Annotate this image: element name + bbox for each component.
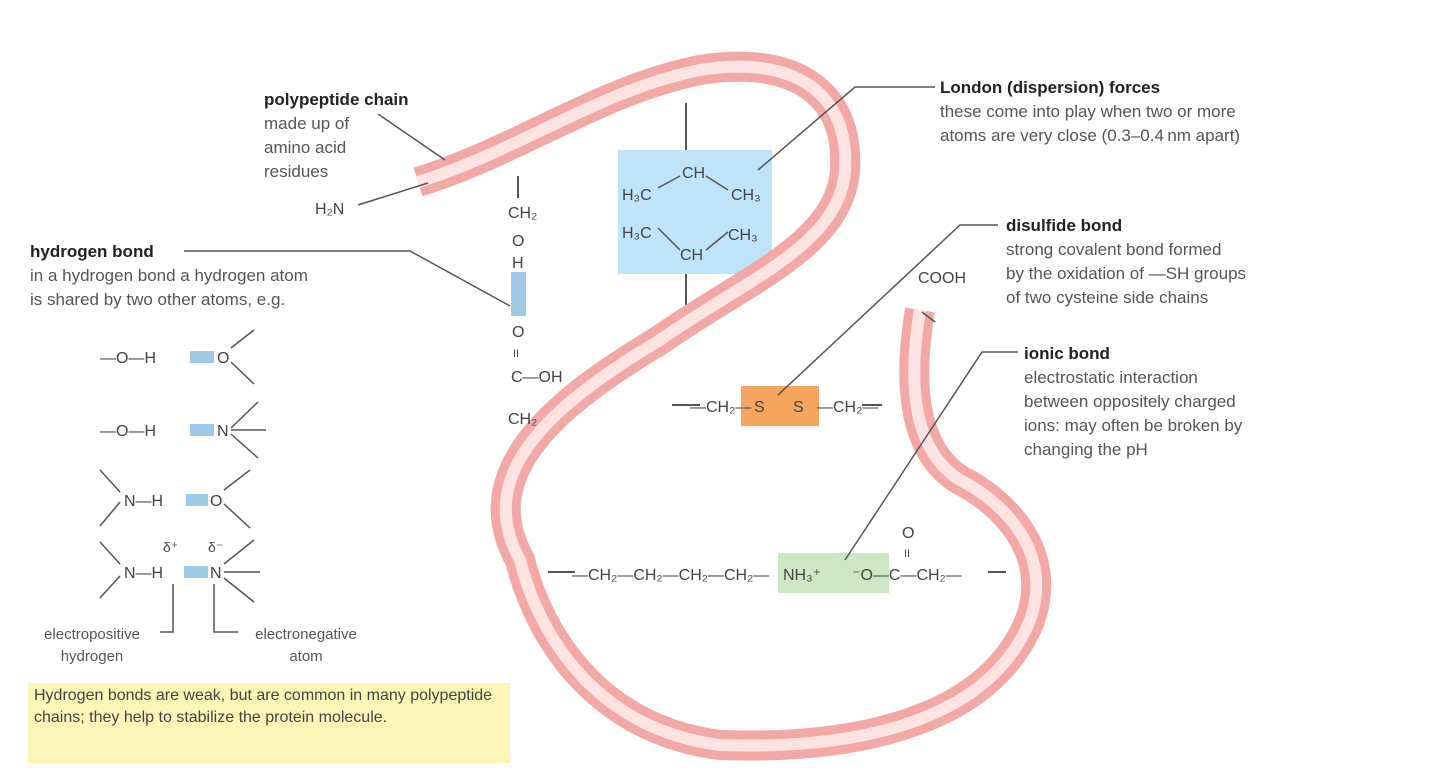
ch-lower: CH <box>680 247 703 264</box>
carboxyl-terminus: COOH <box>918 270 966 287</box>
hydrogen-bond-label: hydrogen bond in a hydrogen bond a hydro… <box>30 240 308 312</box>
london-forces-desc: these come into play when two or more at… <box>940 102 1241 145</box>
ch3-upper: CH₃ <box>731 187 761 204</box>
ch3-lower: CH₃ <box>728 227 758 244</box>
ch2-top: CH₂ <box>508 205 537 222</box>
example-4-donor: N—H <box>124 565 163 582</box>
delta-plus: δ⁺ <box>163 539 178 555</box>
oxygen-bottom: O <box>512 324 524 341</box>
ionic-bond-desc: electrostatic interaction between opposi… <box>1024 368 1243 459</box>
ionic-bond-label: ionic bond electrostatic interaction bet… <box>1024 342 1242 462</box>
hydrogen-bond-desc: in a hydrogen bond a hydrogen atom is sh… <box>30 266 308 309</box>
amino-terminus: H₂N <box>315 201 344 218</box>
carboxylate-group: ⁻O—C—CH₂— <box>852 567 962 584</box>
hydrogen-bond-note: Hydrogen bonds are weak, but are common … <box>28 683 510 763</box>
delta-minus: δ⁻ <box>208 539 223 555</box>
example-1-acceptor: O <box>217 350 229 367</box>
example-2-acceptor: N <box>217 423 229 440</box>
example-bond-lines <box>99 329 266 633</box>
example-4-acceptor: N <box>210 565 222 582</box>
ionic-bond-title: ionic bond <box>1024 344 1110 363</box>
h3c-lower: H₃C <box>622 225 652 242</box>
h3c-upper: H₃C <box>622 187 652 204</box>
lysine-chain: —CH₂—CH₂—CH₂—CH₂— <box>572 567 769 584</box>
disulfide-bond-label: disulfide bond strong covalent bond form… <box>1006 214 1246 310</box>
carboxyl-c-oh: C—OH <box>511 369 563 386</box>
example-hbond-highlights <box>184 351 214 578</box>
hydrophobic-interaction-box <box>618 150 772 274</box>
disulfide-bond-title: disulfide bond <box>1006 216 1123 235</box>
electropositive-caption: electropositive hydrogen <box>44 626 140 665</box>
polypeptide-title: polypeptide chain <box>264 90 409 109</box>
example-2-donor: —O—H <box>100 423 156 440</box>
polypeptide-tube <box>413 51 1052 761</box>
london-forces-label: London (dispersion) forces these come in… <box>940 76 1240 148</box>
polypeptide-desc: made up of amino acid residues <box>264 114 350 181</box>
leader-lines <box>184 86 1018 561</box>
chemical-labels: H₂N COOH CH₂ O H O II C—OH CH₂ CH H₃C CH… <box>315 165 966 584</box>
sulfur-1: S <box>754 399 765 416</box>
disulfide-right-ch2: —CH₂— <box>817 399 878 416</box>
disulfide-left-ch2: —CH₂— <box>690 399 751 416</box>
carboxylate-oxygen: O <box>902 525 914 542</box>
example-3-acceptor: O <box>210 493 222 510</box>
london-forces-title: London (dispersion) forces <box>940 78 1161 97</box>
disulfide-box <box>741 386 819 426</box>
hydrogen-bond-examples: —O—H O —O—H N N—H O N—H N δ⁺ δ⁻ <box>99 329 266 633</box>
example-3-donor: N—H <box>124 493 163 510</box>
ionic-box <box>778 553 889 593</box>
example-1-donor: —O—H <box>100 350 156 367</box>
ch-upper: CH <box>682 165 705 182</box>
hydrogen-bond-highlight <box>511 272 526 316</box>
hydrophobic-bonds <box>657 175 729 251</box>
polypeptide-label: polypeptide chain made up of amino acid … <box>264 88 409 184</box>
oxygen-top: O <box>512 233 524 250</box>
carboxylate-double-bond: II <box>904 548 910 560</box>
double-bond-mark: II <box>513 348 519 360</box>
hydrogen-mid: H <box>512 255 524 272</box>
ch2-bottom: CH₂ <box>508 411 537 428</box>
hydrogen-bond-title: hydrogen bond <box>30 242 154 261</box>
disulfide-bond-desc: strong covalent bond formed by the oxida… <box>1006 240 1247 307</box>
electronegative-caption: electronegative atom <box>255 626 357 665</box>
ammonium-group: NH₃⁺ <box>783 567 821 584</box>
sulfur-2: S <box>793 399 804 416</box>
